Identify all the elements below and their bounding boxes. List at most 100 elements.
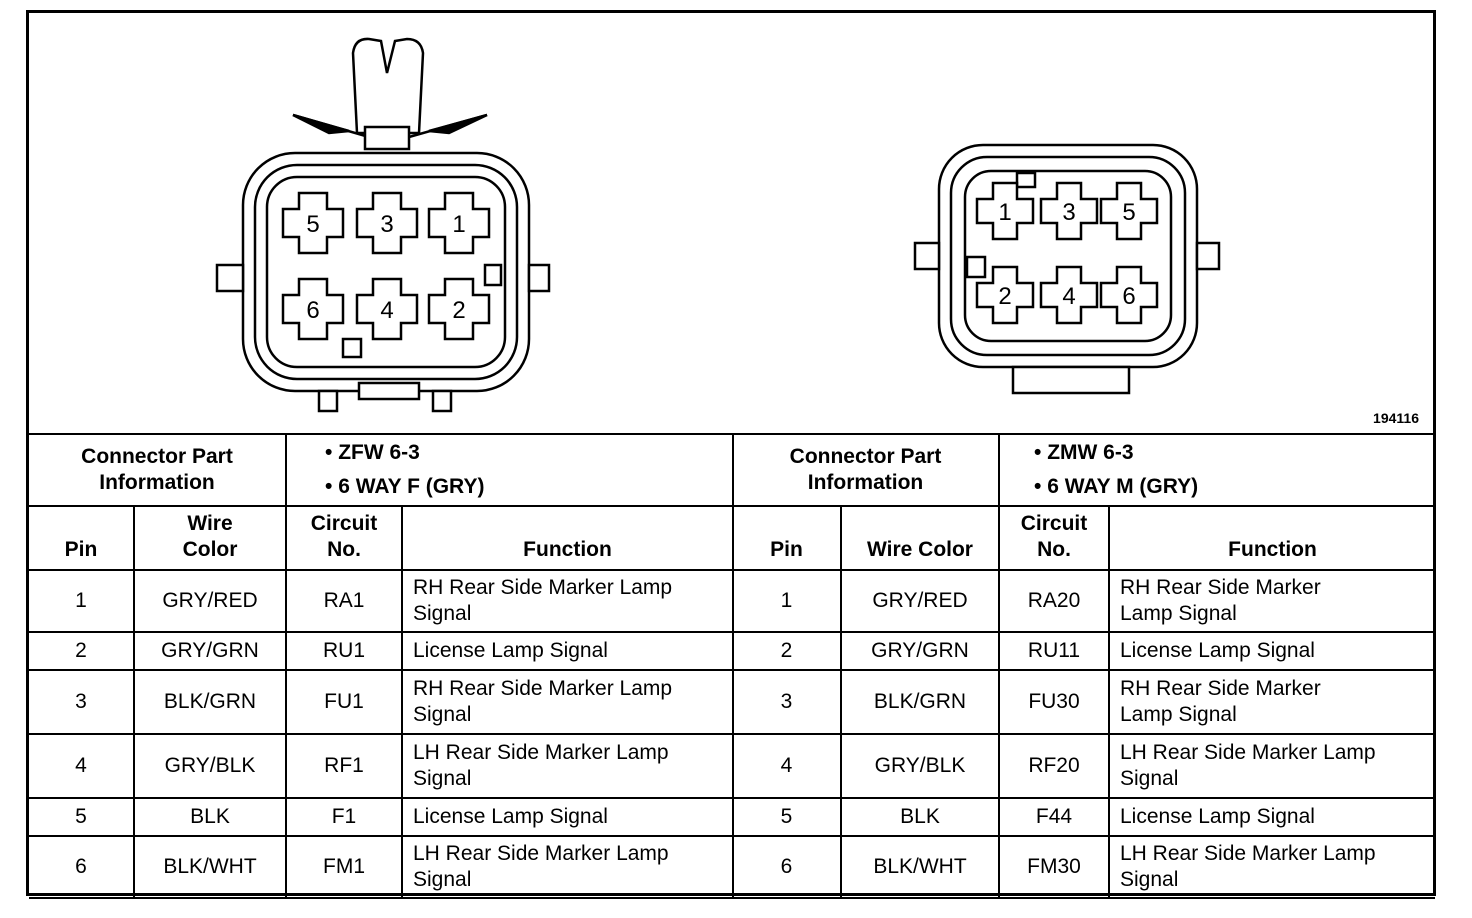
pin-cell: 6 <box>733 835 842 899</box>
wire-color-cell: GRY/RED <box>133 569 287 633</box>
header-wire-color: Wire Color <box>840 505 1000 571</box>
function-cell: License Lamp Signal <box>400 797 735 837</box>
pin-cavity-1: 1 <box>975 181 1035 241</box>
pin-number-label: 4 <box>380 297 393 324</box>
pin-cell: 5 <box>733 797 842 837</box>
part-number: ZMW 6-3 <box>1034 436 1435 470</box>
circuit-cell: RU1 <box>285 631 403 671</box>
pin-cell: 2 <box>29 631 135 671</box>
pin-cell: 4 <box>733 733 842 799</box>
female-pin-group: 5 3 1 6 4 2 <box>281 191 491 341</box>
pin-cell: 2 <box>733 631 842 671</box>
header-function: Function <box>400 505 735 571</box>
circuit-cell: RA20 <box>998 569 1110 633</box>
pin-cavity-6: 6 <box>281 277 345 341</box>
wire-color-cell: GRY/RED <box>840 569 1000 633</box>
pin-cell: 1 <box>29 569 135 633</box>
circuit-cell: F44 <box>998 797 1110 837</box>
circuit-cell: FU30 <box>998 669 1110 735</box>
wire-color-cell: GRY/GRN <box>840 631 1000 671</box>
pin-number-label: 5 <box>306 211 319 238</box>
pin-cavity-2: 2 <box>975 265 1035 325</box>
header-pin: Pin <box>733 505 842 571</box>
wire-color-cell: BLK/WHT <box>133 835 287 899</box>
pin-number-label: 6 <box>1122 283 1135 310</box>
wire-color-cell: BLK/GRN <box>840 669 1000 735</box>
pin-cavity-6: 6 <box>1099 265 1159 325</box>
pin-cavity-1: 1 <box>427 191 491 255</box>
function-cell: License Lamp Signal <box>1107 631 1436 671</box>
figure-id: 194116 <box>1373 410 1419 426</box>
connector-info-values: ZMW 6-3 6 WAY M (GRY) <box>997 433 1436 507</box>
connector-info-values: ZFW 6-3 6 WAY F (GRY) <box>284 433 735 507</box>
pin-cavity-4: 4 <box>355 277 419 341</box>
pin-cell: 5 <box>29 797 135 837</box>
pin-number-label: 2 <box>452 297 465 324</box>
wire-color-cell: BLK/GRN <box>133 669 287 735</box>
pin-number-label: 2 <box>998 283 1011 310</box>
pin-cavity-5: 5 <box>1099 181 1159 241</box>
pin-cavity-3: 3 <box>1039 181 1099 241</box>
circuit-cell: FM1 <box>285 835 403 899</box>
pin-number-label: 3 <box>380 211 393 238</box>
circuit-cell: RU11 <box>998 631 1110 671</box>
pin-number-label: 5 <box>1122 199 1135 226</box>
function-cell: License Lamp Signal <box>1107 797 1436 837</box>
pin-cell: 3 <box>733 669 842 735</box>
pin-cell: 3 <box>29 669 135 735</box>
wire-color-cell: BLK <box>840 797 1000 837</box>
circuit-cell: FU1 <box>285 669 403 735</box>
pin-number-label: 6 <box>306 297 319 324</box>
connector-description: 6 WAY M (GRY) <box>1034 470 1435 504</box>
male-pin-group: 1 3 5 2 4 6 <box>975 181 1159 325</box>
function-cell: License Lamp Signal <box>400 631 735 671</box>
wire-color-cell: GRY/BLK <box>133 733 287 799</box>
header-function: Function <box>1107 505 1436 571</box>
connector-diagram: 5 3 1 6 4 2 1 3 5 2 4 6 <box>215 37 1221 413</box>
pin-number-label: 3 <box>1062 199 1075 226</box>
pin-cell: 1 <box>733 569 842 633</box>
pin-number-label: 4 <box>1062 283 1075 310</box>
pin-number-label: 1 <box>998 199 1011 226</box>
pin-cavity-2: 2 <box>427 277 491 341</box>
pin-cell: 4 <box>29 733 135 799</box>
part-number: ZFW 6-3 <box>325 436 732 470</box>
pin-number-label: 1 <box>452 211 465 238</box>
wire-color-cell: BLK/WHT <box>840 835 1000 899</box>
pin-cavity-5: 5 <box>281 191 345 255</box>
pin-cell: 6 <box>29 835 135 899</box>
wire-color-cell: GRY/GRN <box>133 631 287 671</box>
wire-color-cell: GRY/BLK <box>840 733 1000 799</box>
pin-cavity-3: 3 <box>355 191 419 255</box>
circuit-cell: RF1 <box>285 733 403 799</box>
circuit-cell: RA1 <box>285 569 403 633</box>
